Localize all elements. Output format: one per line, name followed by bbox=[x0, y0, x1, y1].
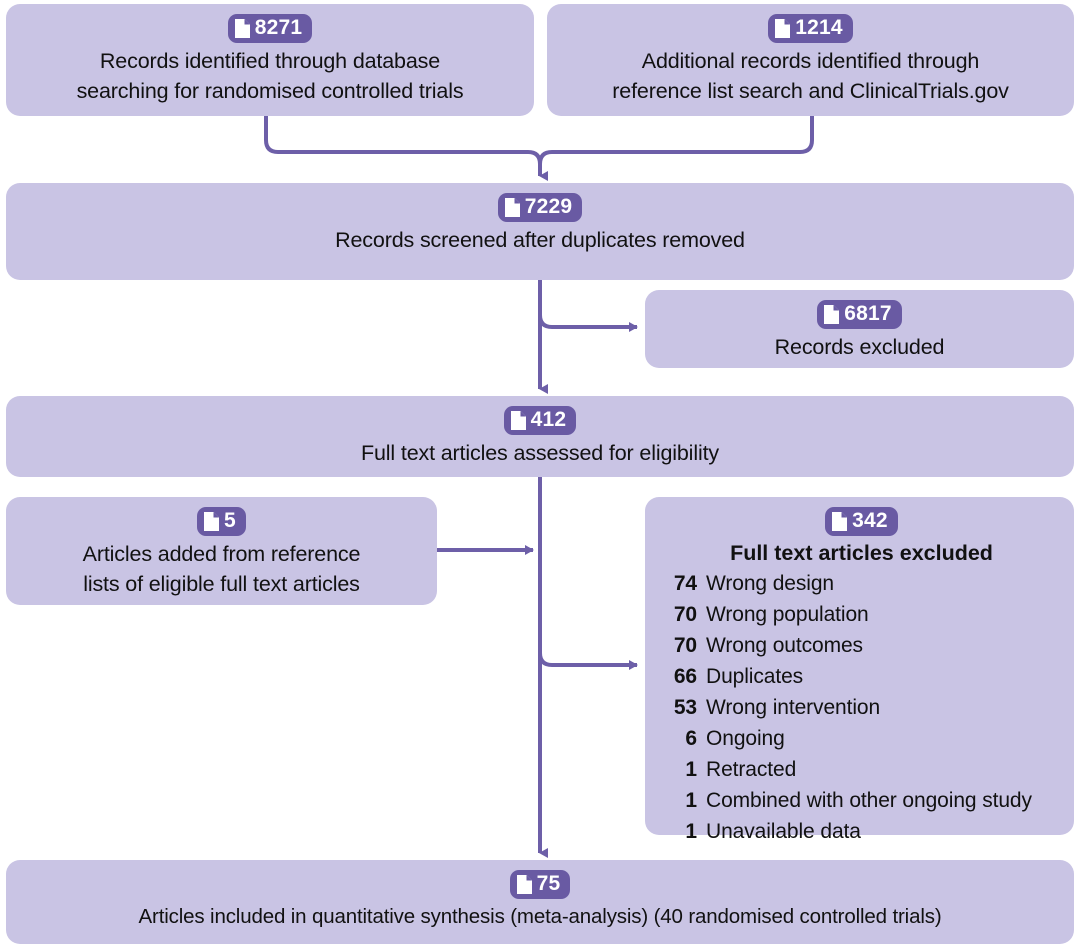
box-full-text-assessed: 412 Full text articles assessed for elig… bbox=[6, 396, 1074, 477]
document-icon bbox=[824, 304, 840, 324]
exclusion-reason-item: 1 Retracted bbox=[663, 754, 1060, 785]
exclusion-reason-count: 1 bbox=[685, 820, 697, 843]
exclusion-reason-count: 53 bbox=[673, 696, 697, 719]
count-value: 7229 bbox=[524, 195, 573, 218]
exclusion-reason-item: 1 Unavailable data bbox=[663, 816, 1060, 847]
connector-additional-to-screened bbox=[538, 116, 814, 170]
box-label: Records excluded bbox=[774, 335, 945, 359]
box-label: Articles included in quantitative synthe… bbox=[138, 905, 942, 928]
exclusion-reason-item: 53 Wrong intervention bbox=[663, 692, 1060, 723]
count-badge-additional-records: 1214 bbox=[768, 14, 853, 43]
box-records-excluded: 6817 Records excluded bbox=[645, 290, 1074, 368]
box-records-screened: 7229 Records screened after duplicates r… bbox=[6, 183, 1074, 280]
count-value: 8271 bbox=[254, 16, 303, 39]
exclusion-reason-label: Wrong intervention bbox=[706, 696, 881, 719]
exclusion-reason-label: Wrong design bbox=[706, 572, 834, 595]
count-badge-articles-included: 75 bbox=[509, 870, 571, 899]
exclusion-reason-item: 70 Wrong population bbox=[663, 599, 1060, 630]
box-articles-added: 5 Articles added from reference lists of… bbox=[6, 497, 437, 605]
exclusion-reason-item: 74 Wrong design bbox=[663, 568, 1060, 599]
exclusion-reason-label: Duplicates bbox=[706, 665, 804, 688]
exclusion-reason-count: 70 bbox=[673, 603, 697, 626]
box-label: Full text articles assessed for eligibil… bbox=[361, 441, 719, 465]
count-badge-records-excluded: 6817 bbox=[817, 300, 902, 329]
exclusion-reason-label: Ongoing bbox=[706, 727, 785, 750]
document-icon bbox=[234, 18, 250, 38]
count-value: 5 bbox=[224, 509, 236, 532]
exclusion-reason-item: 1 Combined with other ongoing study bbox=[663, 785, 1060, 816]
exclusion-reason-item: 6 Ongoing bbox=[663, 723, 1060, 754]
exclusion-reason-label: Retracted bbox=[706, 758, 797, 781]
exclusion-reason-count: 70 bbox=[673, 634, 697, 657]
exclusion-reason-count: 1 bbox=[685, 758, 697, 781]
count-badge-full-text-assessed: 412 bbox=[503, 406, 577, 435]
count-value: 1214 bbox=[795, 16, 843, 39]
box-database-records: 8271 Records identified through database… bbox=[6, 4, 534, 116]
count-badge-articles-added: 5 bbox=[197, 507, 246, 536]
connector-db-to-screened bbox=[264, 116, 548, 181]
document-icon bbox=[832, 511, 848, 531]
count-badge-database-records: 8271 bbox=[227, 14, 313, 43]
exclusion-reason-label: Combined with other ongoing study bbox=[706, 789, 1032, 812]
count-badge-records-screened: 7229 bbox=[497, 193, 583, 222]
count-value: 412 bbox=[530, 408, 567, 431]
badge-row: 342 bbox=[663, 507, 1060, 539]
box-label: Articles added from reference lists of e… bbox=[82, 542, 361, 596]
box-additional-records: 1214 Additional records identified throu… bbox=[547, 4, 1074, 116]
count-value: 342 bbox=[852, 509, 888, 532]
exclusion-reason-count: 1 bbox=[685, 789, 697, 812]
exclusion-heading: Full text articles excluded bbox=[730, 541, 993, 565]
document-icon bbox=[504, 197, 520, 217]
exclusion-reason-count: 6 bbox=[685, 727, 697, 750]
exclusion-reason-item: 70 Wrong outcomes bbox=[663, 630, 1060, 661]
document-icon bbox=[516, 874, 532, 894]
box-label: Records screened after duplicates remove… bbox=[335, 228, 745, 252]
count-value: 6817 bbox=[844, 302, 892, 325]
connector-screened-to-records-excluded bbox=[538, 314, 638, 332]
document-icon bbox=[204, 511, 220, 531]
exclusion-reason-label: Wrong outcomes bbox=[706, 634, 863, 657]
count-badge-full-text-excluded: 342 bbox=[825, 507, 898, 536]
exclusion-reason-label: Wrong population bbox=[706, 603, 869, 626]
box-label: Records identified through database sear… bbox=[76, 49, 464, 103]
document-icon bbox=[510, 410, 526, 430]
exclusion-reason-count: 74 bbox=[673, 572, 697, 595]
connector-fulltext-to-fulltext-excluded bbox=[538, 652, 638, 670]
exclusion-reason-item: 66 Duplicates bbox=[663, 661, 1060, 692]
count-value: 75 bbox=[536, 872, 561, 895]
box-label: Additional records identified through re… bbox=[612, 49, 1009, 103]
document-icon bbox=[775, 18, 791, 38]
exclusion-reason-label: Unavailable data bbox=[706, 820, 861, 843]
box-articles-included: 75 Articles included in quantitative syn… bbox=[6, 860, 1074, 944]
exclusion-reason-count: 66 bbox=[673, 665, 697, 688]
